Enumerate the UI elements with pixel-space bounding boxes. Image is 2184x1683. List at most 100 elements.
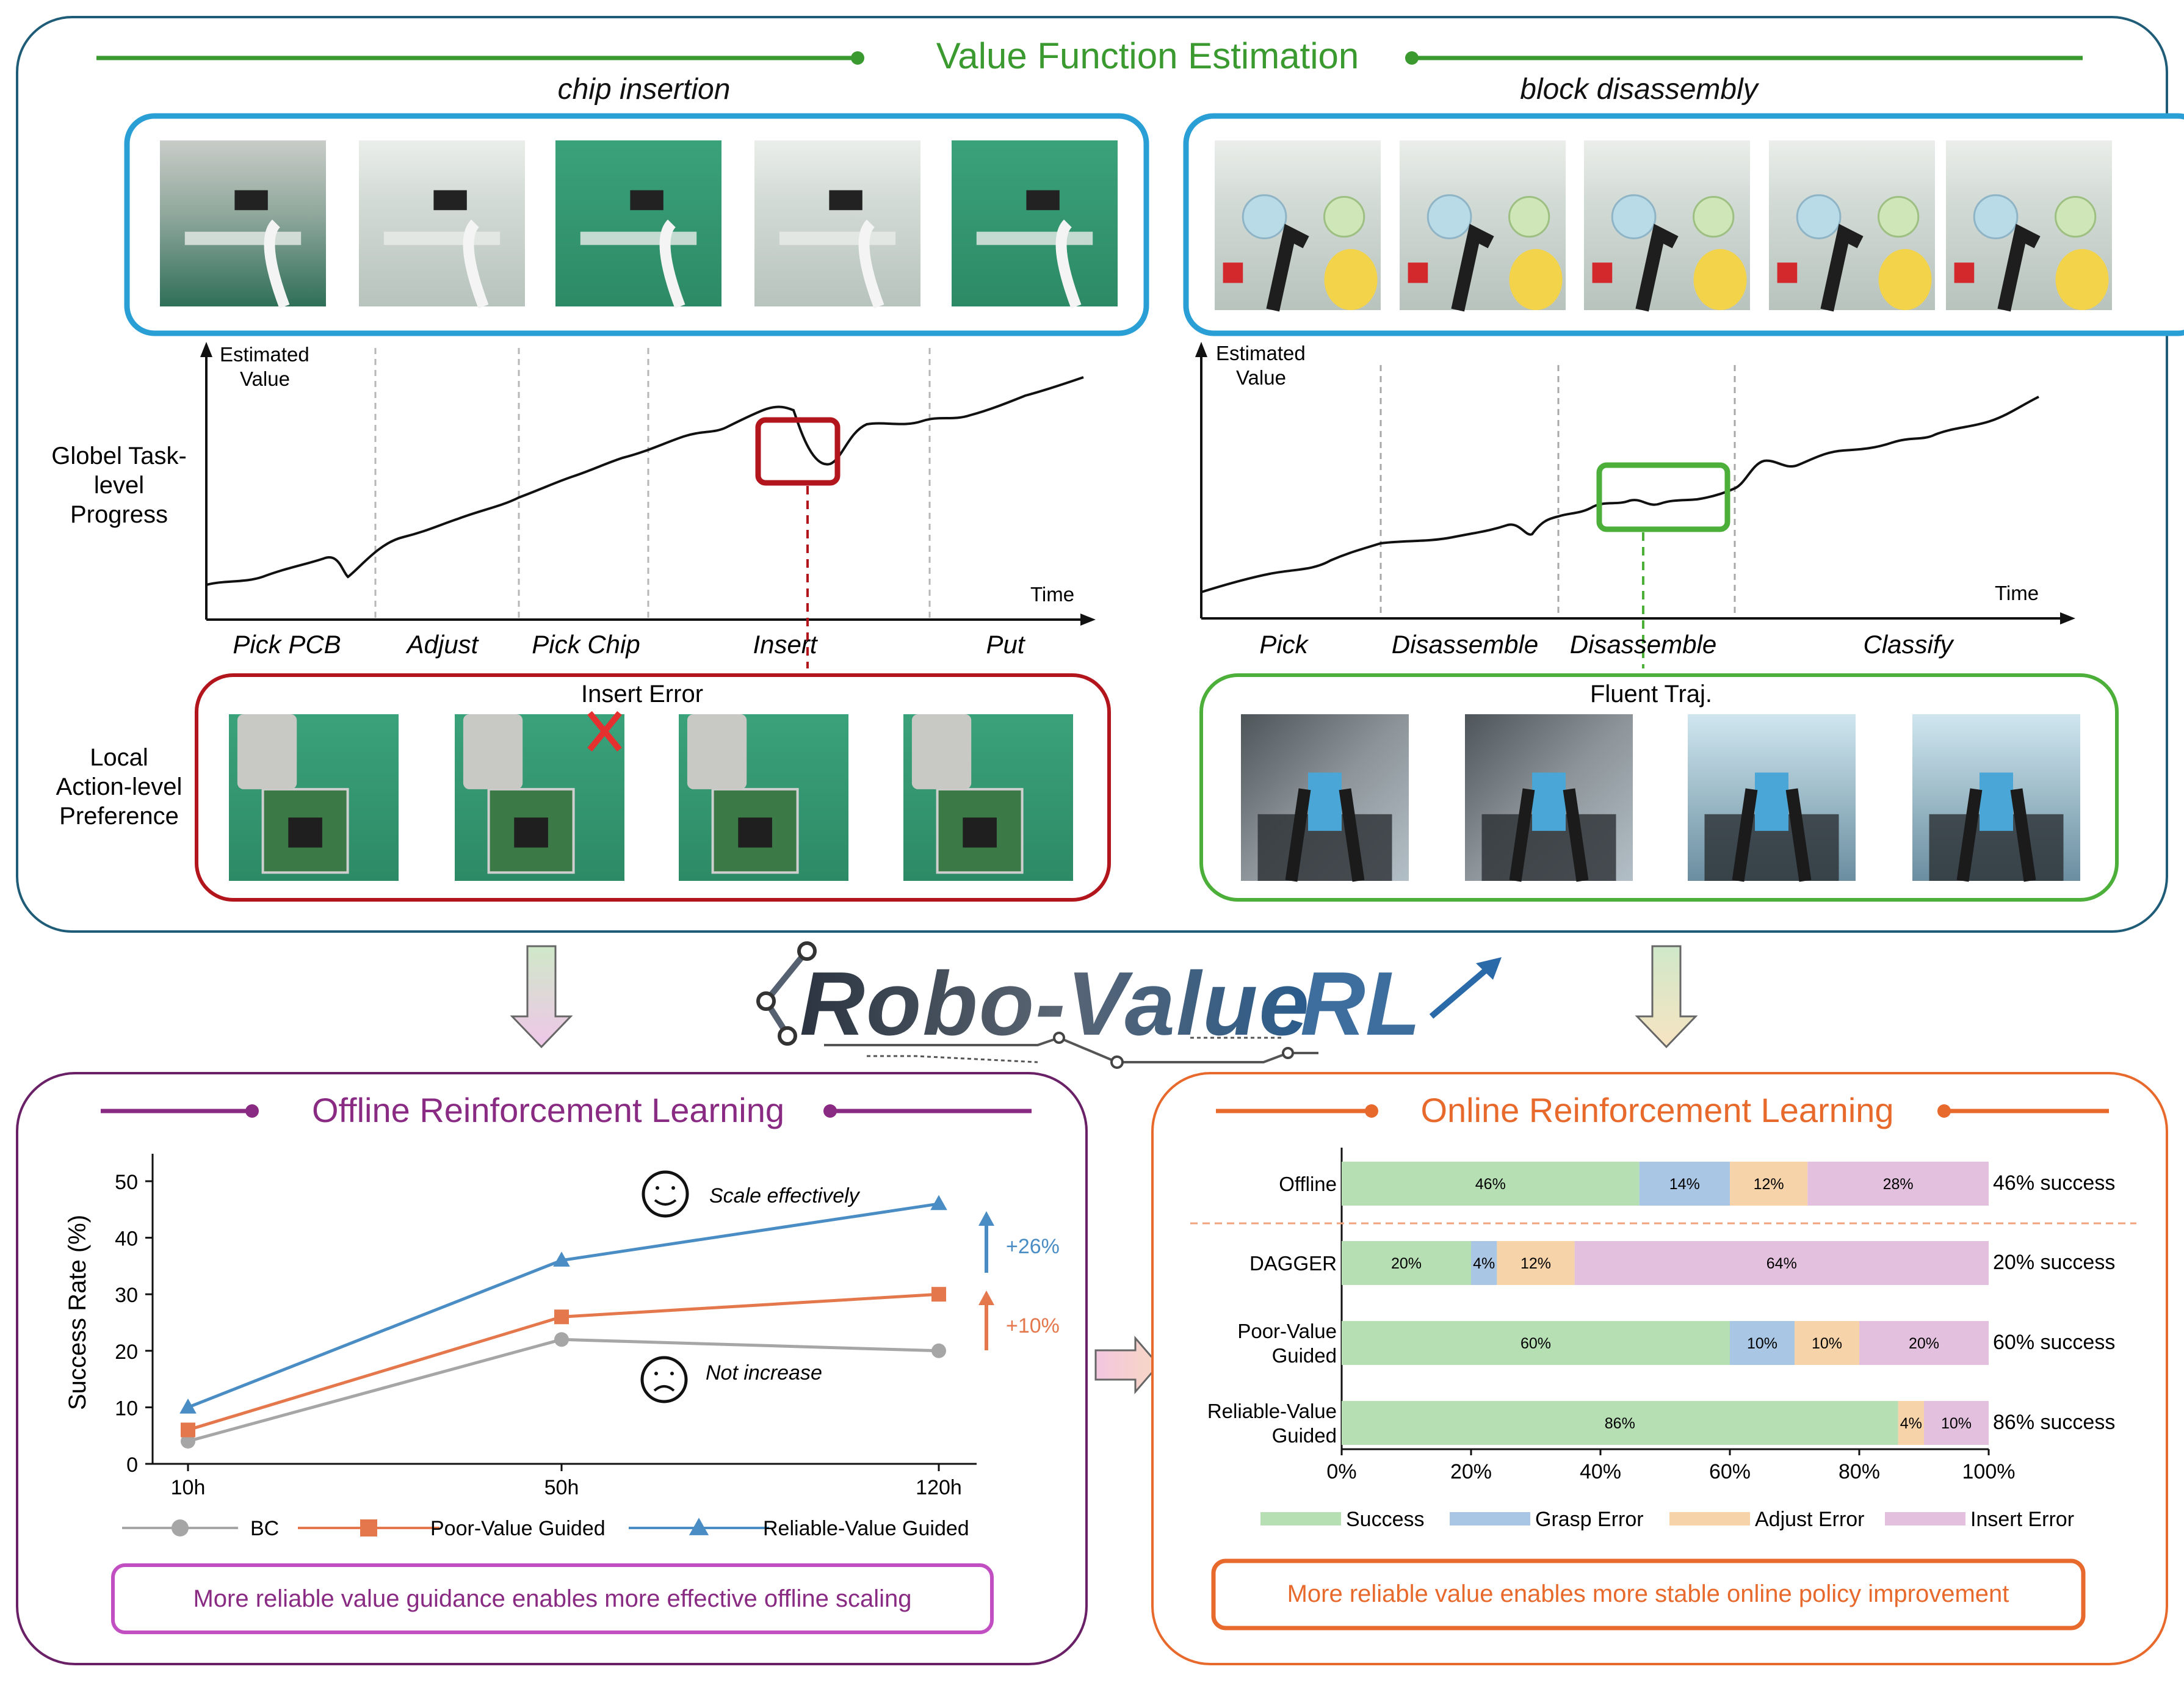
online-rule-left-dot [1365,1104,1378,1118]
down-arrow-online [1635,945,1698,1049]
block-frame-gripper [1451,223,1494,312]
line-chart-ytick-label: 10 [115,1397,138,1420]
line-chart-xtick-label: 50h [544,1476,579,1499]
fluent-frame-3 [1688,714,1856,882]
left-phase-5: Put [986,630,1025,659]
insert-frame-gripper [911,714,972,789]
chip-frame-arm [264,219,290,309]
chip-frame-5 [952,140,1118,309]
left-phase-2: Adjust [405,630,480,659]
sad-face-icon [640,1356,688,1403]
fluent-frame-4 [1912,714,2080,882]
bar-chart-xtick-label: 20% [1450,1460,1492,1483]
block-frame-dish-blue [1973,194,2019,239]
bar-chart-xtick-label: 100% [1962,1460,2016,1483]
right-phase-2: Disassemble [1392,630,1538,659]
chip-frame-bg [160,140,326,306]
insert-frame-chip [514,817,548,848]
legend-label-adjust-error: Adjust Error [1755,1508,1865,1531]
series-point-square [554,1309,569,1325]
insert-frame-1 [229,714,399,881]
chip-frame-tray [234,190,268,211]
chip-frame-parts [184,231,302,245]
chip-frame-arm [1055,219,1082,309]
local-label-line1: Local [90,744,148,771]
left-plot-ylabel-1: Estimated [220,343,309,366]
block-frame-dish-green [2055,195,2097,238]
line-chart-ylabel: Success Rate (%) [64,1215,91,1410]
fluent-frame-block [1532,772,1566,831]
line-chart-ytick-label: 30 [115,1284,138,1307]
insert-error-frames [229,714,1073,881]
bar-chart-category-label: Reliable-Value [1207,1400,1337,1422]
right-plot-xaxis-arrow [2060,612,2075,624]
insert-error-title: Insert Error [581,681,703,708]
insert-frame-gripper [237,714,297,789]
right-value-curve [1201,396,2039,593]
right-top-frames [1215,140,2112,312]
bar-segment-success [1342,1401,1898,1445]
line-chart-xtick-label: 10h [171,1476,206,1499]
line-chart-ytick-label: 20 [115,1341,138,1364]
insert-frame-chip [288,817,322,848]
fluent-frame-1 [1241,714,1409,882]
bar-chart-xtick-label: 60% [1709,1460,1751,1483]
block-frame-dish-yellow [2055,248,2109,310]
chip-frame-parts [779,231,896,245]
series-point-square [181,1422,195,1438]
fluent-frame-fingers [1956,788,2036,882]
global-label-line2: level [94,472,144,499]
bar-segment-adjust-error [1795,1321,1859,1365]
bar-chart-category-label: Guided [1272,1344,1337,1367]
left-phase-3: Pick Chip [532,630,640,659]
series-point-circle [931,1343,946,1358]
logo-joint-3 [778,1026,797,1046]
block-frame-dish-yellow [1878,248,1932,310]
bar-segment-adjust-error [1898,1401,1924,1445]
insert-frame-chip [738,817,772,848]
block-frame-block [1592,262,1613,283]
bar-segment-label: 10% [1812,1335,1842,1352]
chip-frame-tray [433,190,467,211]
block-frame-dish-blue [1426,194,1472,239]
bar-segment-insert-error [1574,1241,1989,1285]
bar-segment-label: 20% [1909,1335,1939,1352]
chip-frame-1 [160,140,326,309]
bar-segment-label: 60% [1520,1335,1551,1352]
value-section-title: Value Function Estimation [936,35,1359,76]
chip-frame-parts [580,231,697,245]
bar-segment-grasp-error [1639,1162,1730,1206]
block-frame-dish-blue [1611,194,1657,239]
chip-frame-arm [659,219,685,309]
gain-arrow-blue-head [978,1211,994,1226]
logo-circuit-line-2 [867,1037,1282,1063]
bar-success-label: 20% success [1993,1251,2115,1274]
bar-success-label: 60% success [1993,1331,2115,1354]
chip-frame-arm [858,219,884,309]
logo-arrow-head [1476,957,1502,980]
logo-arm-1 [764,950,808,1004]
right-phase-1: Pick [1259,630,1309,659]
logo-node-1 [1053,1032,1065,1044]
block-frame-block [1777,262,1798,283]
left-dip-highlight [755,417,841,486]
right-fluent-highlight [1596,462,1730,532]
title-rule-left-dot [851,51,864,65]
chip-frame-2 [359,140,525,309]
bar-segment-success [1342,1241,1471,1285]
right-phase-4: Classify [1863,630,1954,659]
block-frame-dish-green [1693,195,1735,238]
block-frame-dish-green [1323,195,1365,238]
legend-label-success: Success [1346,1508,1425,1531]
block-frame-gripper [1820,223,1864,312]
line-chart-ytick-label: 0 [126,1453,138,1477]
legend-label-grasp-error: Grasp Error [1535,1508,1644,1531]
chip-frame-arm [463,219,489,309]
bar-chart-xtick-label: 80% [1839,1460,1880,1483]
insert-error-box [195,673,1111,902]
block-frame-dish-yellow [1509,248,1563,310]
gain-blue-label: +26% [1006,1235,1060,1258]
block-frame-4 [1769,140,1935,312]
